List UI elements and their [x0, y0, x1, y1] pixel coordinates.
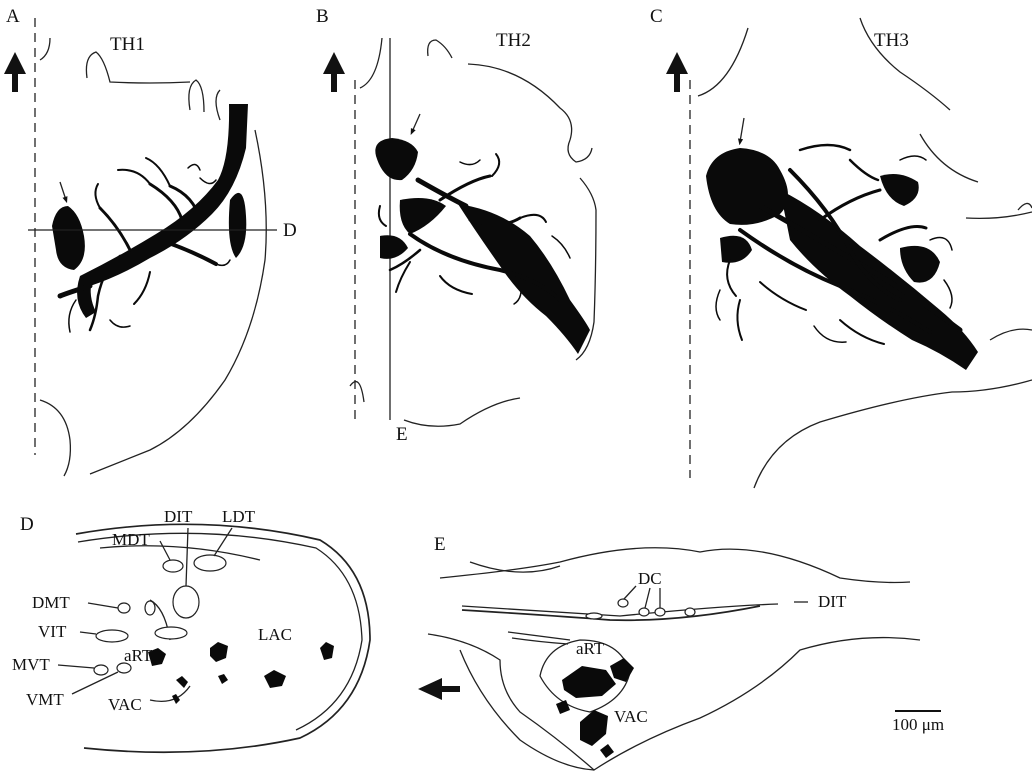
label-art-e: aRT: [576, 639, 605, 658]
panel-c: C TH3: [650, 6, 1032, 488]
label-art: aRT: [124, 646, 153, 665]
soma-pointer-arrow-b: [412, 114, 420, 132]
panel-c-title: TH3: [874, 30, 909, 51]
axon-arbor-th2: [375, 138, 590, 354]
label-dmt: DMT: [32, 593, 70, 612]
label-mvt: MVT: [12, 655, 50, 674]
scale-bar-label: 100 μm: [892, 715, 944, 734]
panel-b: B TH2 E: [316, 6, 596, 445]
axon-arbor-th1: [52, 104, 248, 332]
panel-a: A TH1: [4, 6, 297, 476]
leader-lines-e: [624, 586, 808, 608]
up-arrow-icon: [4, 52, 26, 92]
soma-pointer-arrow-a: [60, 182, 66, 200]
nuclei-e: [586, 599, 695, 619]
panel-a-letter: A: [6, 6, 20, 27]
up-arrow-icon: [323, 52, 345, 92]
label-vac: VAC: [108, 695, 142, 714]
label-dit: DIT: [164, 507, 193, 526]
label-vac-e: VAC: [614, 707, 648, 726]
up-arrow-icon: [666, 52, 688, 92]
axon-arbor-th3: [706, 145, 978, 370]
section-line-d-label: D: [283, 220, 297, 241]
label-dc: DC: [638, 569, 662, 588]
section-line-e-label: E: [396, 424, 408, 445]
label-dit-e: DIT: [818, 592, 847, 611]
panel-e-letter: E: [434, 534, 446, 555]
label-lac: LAC: [258, 625, 292, 644]
scale-bar: 100 μm: [892, 711, 944, 734]
panel-d-letter: D: [20, 514, 34, 535]
soma-pointer-arrow-c: [740, 118, 744, 142]
outline-b: [350, 38, 596, 426]
label-ldt: LDT: [222, 507, 256, 526]
label-vmt: VMT: [26, 690, 64, 709]
left-arrow-icon: [418, 678, 460, 700]
label-mdt: MDT: [112, 530, 150, 549]
labels-e: DC DIT aRT VAC: [576, 569, 847, 726]
label-vit: VIT: [38, 622, 67, 641]
panel-b-letter: B: [316, 6, 329, 27]
panel-d: D MDT: [12, 507, 460, 752]
outline-e: [428, 548, 920, 770]
panel-b-title: TH2: [496, 30, 531, 51]
panel-e: E DC DIT aRT: [428, 534, 944, 770]
panel-a-title: TH1: [110, 34, 145, 55]
stained-patches-d: [148, 642, 334, 704]
panel-c-letter: C: [650, 6, 663, 27]
